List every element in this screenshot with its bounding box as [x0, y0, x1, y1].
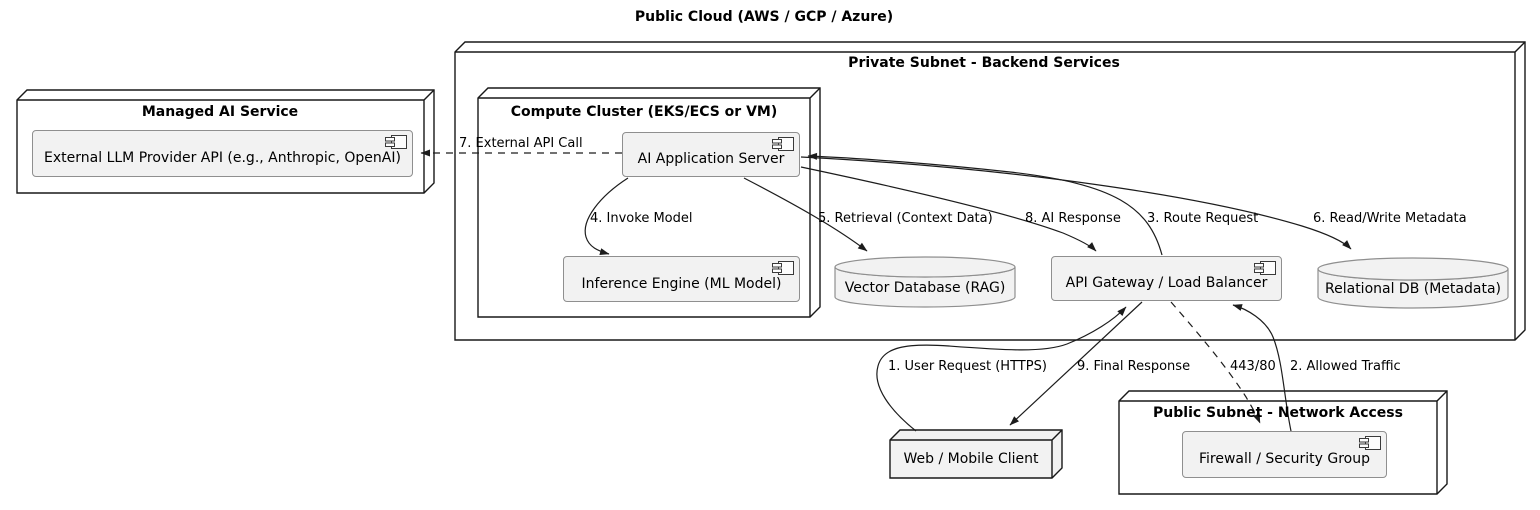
edge-label-user-request: 1. User Request (HTTPS)	[888, 359, 1047, 374]
edge-label-route-request: 3. Route Request	[1147, 211, 1259, 226]
inference-engine-label: Inference Engine (ML Model)	[581, 275, 782, 292]
web-mobile-client-box	[889, 429, 1063, 479]
private-subnet-title: Private Subnet - Backend Services	[848, 55, 1120, 71]
edge-label-read-write-metadata: 6. Read/Write Metadata	[1313, 211, 1467, 226]
edge-label-port: 443/80	[1230, 359, 1276, 374]
public-subnet-title: Public Subnet - Network Access	[1153, 405, 1403, 421]
web-mobile-client-label: Web / Mobile Client	[903, 451, 1039, 467]
component-icon	[1359, 436, 1381, 450]
edge-label-invoke-model: 4. Invoke Model	[590, 211, 693, 226]
ai-application-server-component: AI Application Server	[622, 132, 800, 177]
firewall-component: Firewall / Security Group	[1182, 431, 1387, 478]
edge-allowed-traffic	[1232, 304, 1292, 432]
edge-port-443-80	[1170, 301, 1261, 424]
inference-engine-component: Inference Engine (ML Model)	[563, 256, 800, 302]
vector-database-cylinder	[834, 256, 1016, 308]
component-icon	[772, 261, 794, 275]
edge-label-final-response: 9. Final Response	[1077, 359, 1191, 374]
external-llm-provider-label: External LLM Provider API (e.g., Anthrop…	[44, 150, 401, 166]
firewall-label: Firewall / Security Group	[1199, 451, 1370, 467]
edge-ai-response	[800, 166, 1097, 252]
edge-label-ai-response: 8. AI Response	[1025, 211, 1121, 226]
api-gateway-component: API Gateway / Load Balancer	[1051, 256, 1282, 301]
edge-read-write-metadata	[800, 156, 1352, 250]
edge-label-external-api-call: 7. External API Call	[459, 136, 583, 151]
managed-ai-service-title: Managed AI Service	[141, 104, 299, 120]
edge-final-response	[1009, 301, 1143, 426]
edge-label-allowed-traffic: 2. Allowed Traffic	[1290, 359, 1401, 374]
component-icon	[1254, 261, 1276, 275]
edge-route-request	[807, 152, 1163, 256]
relational-db-cylinder	[1317, 257, 1509, 309]
diagram-title: Public Cloud (AWS / GCP / Azure)	[634, 9, 894, 25]
component-icon	[772, 137, 794, 151]
component-icon	[385, 135, 407, 149]
api-gateway-label: API Gateway / Load Balancer	[1065, 275, 1268, 291]
external-llm-provider-component: External LLM Provider API (e.g., Anthrop…	[32, 130, 413, 177]
edge-user-request	[876, 306, 1127, 432]
ai-application-server-label: AI Application Server	[637, 151, 785, 167]
edge-label-retrieval: 5. Retrieval (Context Data)	[818, 211, 993, 226]
vector-database-label: Vector Database (RAG)	[844, 280, 1006, 296]
edge-invoke-model	[584, 177, 629, 256]
compute-cluster-title: Compute Cluster (EKS/ECS or VM)	[510, 104, 778, 120]
relational-db-label: Relational DB (Metadata)	[1325, 281, 1501, 297]
edge-retrieval	[743, 177, 868, 252]
